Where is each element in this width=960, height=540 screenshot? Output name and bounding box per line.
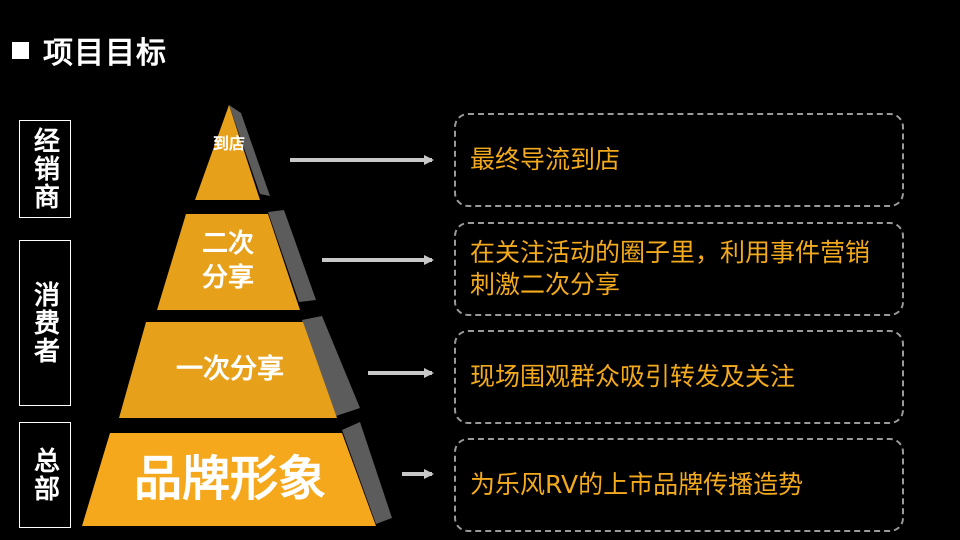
side-label-text: 消费者: [29, 281, 60, 365]
side-label-text: 经销商: [29, 127, 60, 211]
description-box-brand-image: 为乐风RV的上市品牌传播造势: [454, 438, 904, 532]
tier-face: [157, 214, 300, 310]
side-label-consumer: 消费者: [19, 240, 71, 406]
tier-face: [195, 105, 260, 200]
description-text: 在关注活动的圈子里，利用事件营销刺激二次分享: [470, 237, 871, 300]
pyramid-tier-store: [195, 105, 270, 200]
tier-label-second-share: 二次分享: [201, 229, 254, 293]
side-label-dealer: 经销商: [19, 120, 71, 218]
description-box-store: 最终导流到店: [454, 113, 904, 207]
bullet-square-icon: [12, 41, 29, 59]
page-title: 项目目标: [43, 36, 167, 71]
tier-label-store: 到店: [212, 134, 245, 153]
tier-face: [119, 322, 337, 418]
tier-side-shadow: [302, 316, 360, 416]
tier-side-shadow: [342, 422, 392, 524]
tier-label-first-share: 一次分享: [176, 354, 284, 385]
side-label-text: 总部: [29, 447, 60, 503]
pyramid-tier-second-share: [157, 210, 316, 310]
tier-label-brand-image: 品牌形象: [133, 451, 326, 507]
pyramid-tier-brand-image: [82, 422, 392, 526]
description-box-second-share: 在关注活动的圈子里，利用事件营销刺激二次分享: [454, 222, 904, 316]
tier-side-shadow: [268, 210, 316, 302]
slide-title: 项目目标: [12, 28, 167, 72]
pyramid-tier-first-share: [119, 316, 360, 418]
tier-side-shadow: [229, 105, 270, 196]
description-box-first-share: 现场围观群众吸引转发及关注: [454, 330, 904, 424]
description-text: 最终导流到店: [470, 144, 621, 174]
description-text: 现场围观群众吸引转发及关注: [470, 361, 796, 391]
tier-face: [82, 433, 376, 526]
side-label-headquarters: 总部: [19, 422, 71, 528]
description-text: 为乐风RV的上市品牌传播造势: [470, 469, 804, 499]
